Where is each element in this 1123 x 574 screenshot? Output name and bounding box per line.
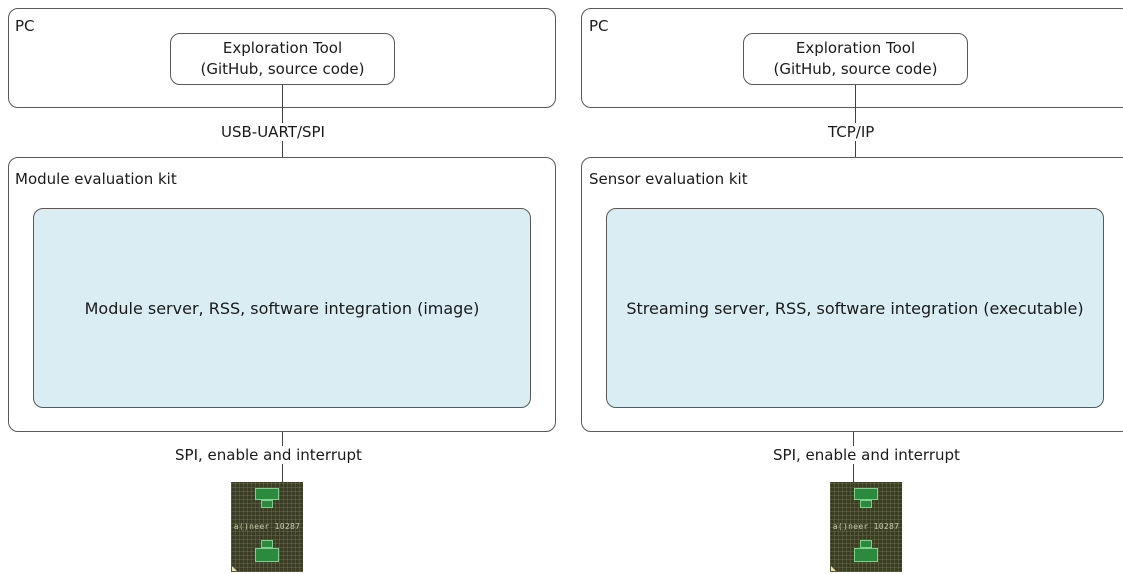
right-chip-pin1-marker [831,566,836,571]
right-spi-link-label: SPI, enable and interrupt [771,446,962,464]
left-pc-label: PC [15,17,35,35]
left-kit-label: Module evaluation kit [15,170,177,188]
right-tcp-link-label: TCP/IP [826,123,877,141]
left-chip-marking: a()neer 10287 [233,522,301,531]
right-chip-pad-top [854,488,878,500]
right-chip-pad-bottom-stem [860,540,872,548]
right-server-box: Streaming server, RSS, software integrat… [606,208,1104,408]
right-radar-chip: a()neer 10287 [830,482,902,572]
right-tool-subtitle: (GitHub, source code) [773,60,938,78]
right-kit-label: Sensor evaluation kit [589,170,748,188]
left-tool-subtitle: (GitHub, source code) [200,60,365,78]
left-exploration-tool-box: Exploration Tool (GitHub, source code) [170,33,395,85]
left-usb-link-label: USB-UART/SPI [219,123,327,141]
left-chip-pad-bottom-stem [261,540,273,548]
left-chip-pad-bottom [255,548,279,562]
right-chip-pad-top-stem [860,500,872,508]
right-chip-marking: a()neer 10287 [832,522,900,531]
left-usb-connector-line [282,85,283,209]
left-chip-pin1-marker [232,566,237,571]
left-chip-pad-top-stem [261,500,273,508]
left-tool-title: Exploration Tool [222,39,343,57]
right-tcp-connector-line [855,85,856,209]
right-exploration-tool-box: Exploration Tool (GitHub, source code) [743,33,968,85]
left-server-box: Module server, RSS, software integration… [33,208,531,408]
right-chip-pad-bottom [854,548,878,562]
left-chip-pad-top [255,488,279,500]
right-server-label: Streaming server, RSS, software integrat… [626,298,1084,318]
left-server-label: Module server, RSS, software integration… [84,298,480,318]
right-pc-label: PC [589,17,609,35]
left-spi-link-label: SPI, enable and interrupt [173,446,364,464]
left-radar-chip: a()neer 10287 [231,482,303,572]
right-tool-title: Exploration Tool [795,39,916,57]
